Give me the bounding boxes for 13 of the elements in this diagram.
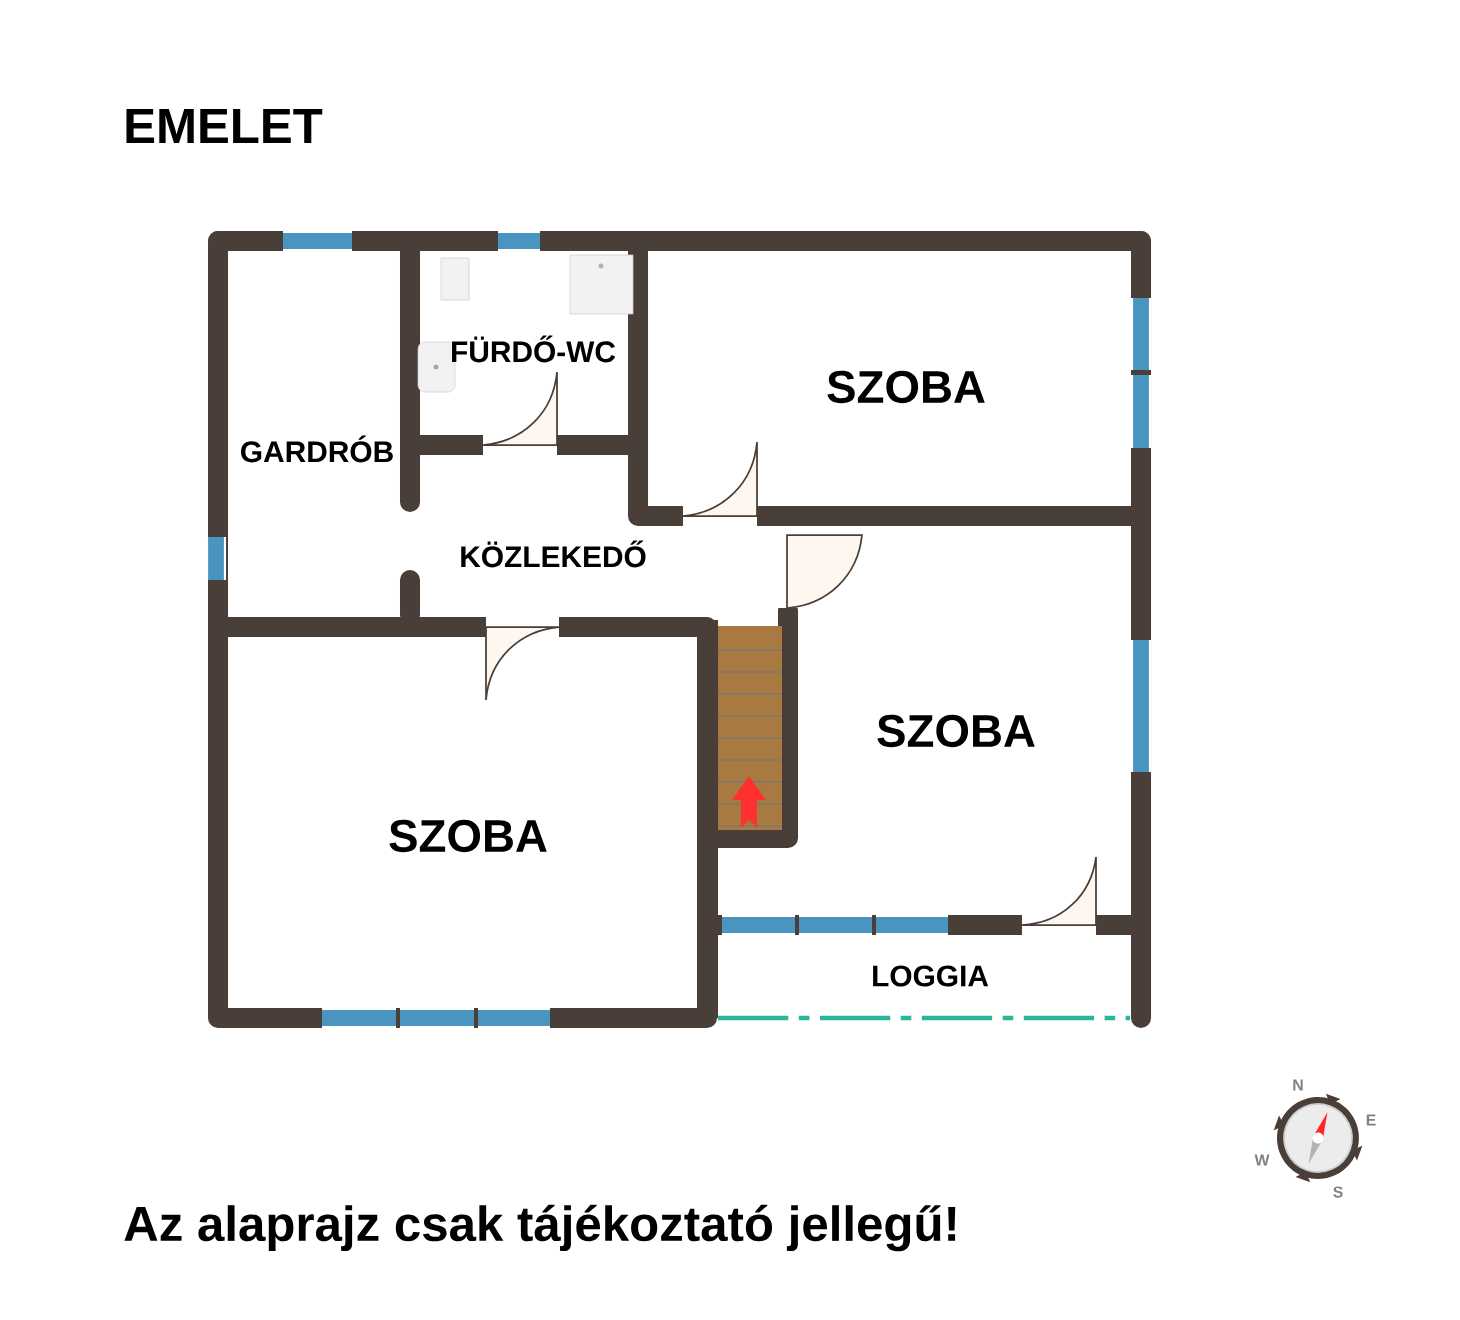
compass-letter: W (1254, 1154, 1270, 1166)
room-label: SZOBA (827, 370, 985, 404)
room-label: LOGGIA (873, 965, 989, 987)
compass-letter: N (1293, 1079, 1303, 1091)
caption-note: Az alaprajz csak tájékoztató jellegű! (124, 1204, 956, 1252)
room-label: SZOBA (877, 714, 1035, 748)
compass-letter: E (1366, 1114, 1376, 1126)
room-label: GARDRÓB (241, 435, 393, 463)
title: EMELET (126, 109, 323, 143)
room-label: SZOBA (389, 819, 547, 853)
room-label: FÜRDŐ-WC (452, 335, 616, 363)
compass-letter: S (1333, 1186, 1343, 1198)
room-label: KÖZLEKEDŐ (461, 540, 646, 568)
